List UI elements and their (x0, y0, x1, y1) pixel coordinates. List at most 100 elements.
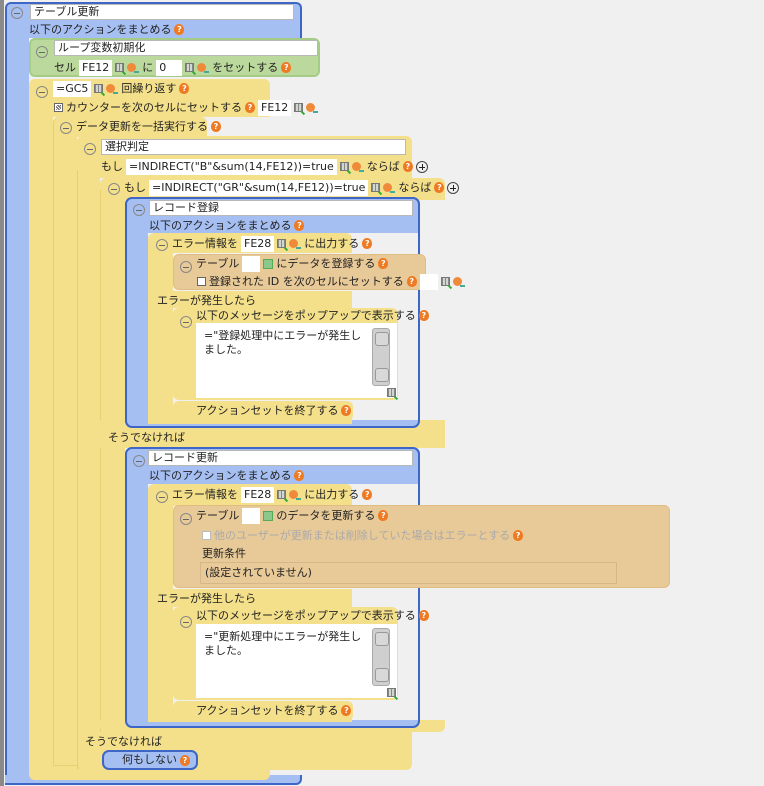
formula-icon[interactable] (106, 84, 119, 94)
conflict-checkbox[interactable] (202, 531, 211, 540)
formula-icon[interactable] (351, 162, 364, 172)
id-checkbox[interactable] (197, 277, 206, 286)
help-icon[interactable] (402, 161, 413, 172)
scrollbar[interactable] (372, 328, 390, 386)
collapse-icon[interactable] (180, 513, 192, 525)
table-action-label: にデータを登録する (276, 256, 376, 270)
formula-icon[interactable] (383, 183, 396, 193)
on-error-label: エラーが発生したら (157, 293, 256, 307)
cell-picker-icon[interactable] (387, 688, 396, 697)
help-icon[interactable] (418, 610, 429, 621)
update-error-bar (148, 500, 173, 720)
help-icon[interactable] (180, 754, 190, 766)
id-cell-input[interactable] (419, 273, 438, 290)
help-icon[interactable] (418, 310, 429, 321)
group-row: 以下のアクションをまとめる (149, 467, 305, 484)
formula-icon[interactable] (197, 63, 210, 73)
cell-picker-icon[interactable] (294, 103, 304, 112)
value-input[interactable]: 0 (156, 59, 183, 76)
help-icon[interactable] (281, 62, 292, 73)
popup-label: 以下のメッセージをポップアップで表示する (196, 308, 416, 322)
table-select[interactable] (242, 507, 261, 524)
add-condition-icon[interactable] (415, 160, 428, 173)
batch-bar (53, 117, 77, 775)
register-error-bar (148, 250, 173, 424)
group-label: 以下のアクションをまとめる (29, 22, 172, 36)
table-update-title-input[interactable]: テーブル更新 (30, 4, 294, 20)
help-icon[interactable] (174, 24, 185, 35)
scrollbar[interactable] (372, 628, 390, 686)
help-icon[interactable] (341, 705, 352, 716)
edit-table-icon[interactable] (263, 258, 274, 269)
help-icon[interactable] (245, 102, 255, 113)
cell-input[interactable]: FE12 (79, 59, 113, 76)
cell-picker-icon[interactable] (185, 63, 195, 72)
formula-icon[interactable] (289, 239, 302, 249)
formula-icon[interactable] (452, 277, 465, 287)
popup-message-textarea[interactable]: ="登録処理中にエラーが発生しました。 (196, 323, 397, 398)
update-popup-row: 以下のメッセージをポップアップで表示する (196, 607, 429, 624)
cell-picker-icon[interactable] (339, 162, 349, 171)
cell-picker-icon[interactable] (387, 388, 396, 397)
error-cell-input[interactable]: FE28 (241, 235, 275, 252)
register-end-row: アクションセットを終了する (196, 402, 352, 419)
help-icon[interactable] (406, 276, 417, 287)
cell-picker-icon[interactable] (277, 239, 287, 248)
id-label: 登録された ID を次のセルにセットする (209, 274, 404, 288)
collapse-icon[interactable] (36, 86, 48, 98)
collapse-icon[interactable] (108, 183, 120, 195)
cell-picker-icon[interactable] (94, 84, 104, 93)
help-icon[interactable] (378, 258, 389, 269)
add-condition-icon[interactable] (447, 181, 460, 194)
update-title-input[interactable]: レコード更新 (148, 450, 413, 466)
help-icon[interactable] (211, 121, 221, 132)
cell-picker-icon[interactable] (115, 63, 125, 72)
collapse-icon[interactable] (60, 122, 72, 134)
help-icon[interactable] (362, 489, 373, 500)
cell-picker-icon[interactable] (277, 490, 287, 499)
select-else-row: そうでなければ (85, 733, 162, 750)
cell-picker-icon[interactable] (371, 183, 381, 192)
help-icon[interactable] (434, 182, 445, 193)
help-icon[interactable] (378, 510, 389, 521)
update-conflict-row: 他のユーザーが更新または削除していた場合はエラーとする (202, 527, 524, 544)
help-icon[interactable] (294, 220, 305, 231)
help-icon[interactable] (513, 530, 524, 541)
collapse-icon[interactable] (180, 316, 192, 328)
cell-picker-icon[interactable] (440, 277, 450, 286)
counter-checkbox[interactable] (54, 103, 63, 112)
table-select[interactable] (242, 255, 261, 272)
register-id-row: 登録された ID を次のセルにセットする (197, 273, 465, 290)
collapse-icon[interactable] (156, 491, 168, 503)
if-label: もし (101, 159, 123, 173)
do-nothing-block[interactable]: 何もしない (102, 750, 198, 770)
select-title-input[interactable]: 選択判定 (101, 139, 406, 155)
loop-count-input[interactable]: =GC5 (53, 80, 92, 97)
collapse-icon[interactable] (84, 143, 96, 155)
collapse-icon[interactable] (133, 204, 145, 216)
formula-icon[interactable] (289, 490, 302, 500)
collapse-icon[interactable] (11, 7, 23, 19)
register-title-input[interactable]: レコード登録 (149, 200, 413, 216)
update-condition-field[interactable]: (設定されていません) (200, 562, 617, 584)
collapse-icon[interactable] (180, 261, 192, 273)
help-icon[interactable] (341, 405, 352, 416)
collapse-icon[interactable] (36, 46, 48, 58)
error-cell-input[interactable]: FE28 (241, 486, 275, 503)
counter-cell-input[interactable]: FE12 (258, 99, 292, 116)
counter-row: カウンターを次のセルにセットする FE12 (54, 99, 319, 116)
group-label: 以下のアクションをまとめる (149, 218, 292, 232)
collapse-icon[interactable] (133, 455, 145, 467)
condition-input[interactable]: =INDIRECT("B"&sum(14,FE12))=true (126, 158, 337, 175)
help-icon[interactable] (294, 470, 305, 481)
loop-init-title-input[interactable]: ループ変数初期化 (54, 40, 318, 56)
help-icon[interactable] (362, 238, 373, 249)
popup-message-textarea[interactable]: ="更新処理中にエラーが発生しました。 (196, 624, 397, 698)
edit-table-icon[interactable] (263, 510, 274, 521)
collapse-icon[interactable] (180, 616, 192, 628)
help-icon[interactable] (179, 83, 190, 94)
formula-icon[interactable] (306, 103, 319, 113)
formula-icon[interactable] (127, 63, 140, 73)
condition-input[interactable]: =INDIRECT("GR"&sum(14,FE12))=true (149, 179, 369, 196)
collapse-icon[interactable] (156, 239, 168, 251)
